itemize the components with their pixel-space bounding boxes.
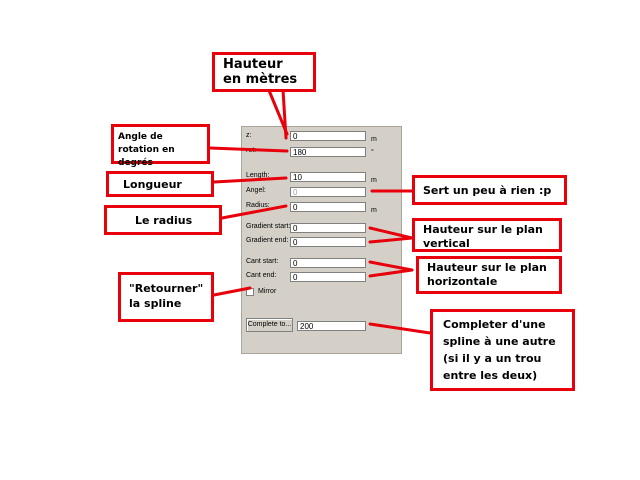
angel-unit: °	[371, 190, 374, 197]
radius-field[interactable]: 0	[290, 202, 366, 212]
radius-label: Radius:	[246, 202, 270, 209]
complete-to-field[interactable]: 200	[297, 321, 366, 331]
callout-longueur: Longueur	[106, 171, 214, 197]
arrow-radius	[220, 204, 288, 220]
gradient-start-field[interactable]: 0	[290, 223, 366, 233]
callout-angle-rotation: Angle de rotation en degrés	[111, 124, 210, 168]
callout-retourner: "Retourner" la spline	[118, 272, 214, 322]
z-label: z:	[246, 132, 252, 139]
arrow-vertical-1	[368, 226, 414, 240]
cant-start-label: Cant start:	[246, 258, 279, 265]
arrow-retourner	[212, 286, 252, 297]
cant-start-field[interactable]: 0	[290, 258, 366, 268]
callout-hauteur-vertical: Hauteur sur le plan vertical	[412, 218, 562, 252]
callout-sert-peu: Sert un peu à rien :p	[412, 175, 567, 205]
radius-unit: m	[371, 207, 377, 214]
length-unit: m	[371, 177, 377, 184]
angel-field[interactable]: 0	[290, 187, 366, 197]
length-label: Length:	[246, 172, 270, 179]
callout-hauteur-metres: Hauteur en mètres	[212, 52, 316, 92]
cant-end-field[interactable]: 0	[290, 272, 366, 282]
callout-hauteur-horizontal: Hauteur sur le plan horizontale	[416, 256, 562, 294]
rot-unit: °	[371, 149, 374, 156]
cant-end-label: Cant end:	[246, 272, 277, 279]
z-unit: m	[371, 136, 377, 143]
spline-properties-panel: z: 0 m rot: 180 ° Length: 10 m Angel: 0 …	[241, 126, 402, 354]
rot-field[interactable]: 180	[290, 147, 366, 157]
arrow-horizontal-2	[368, 268, 414, 278]
callout-completer: Completer d'une spline à une autre (si i…	[430, 309, 575, 391]
z-field[interactable]: 0	[290, 131, 366, 141]
complete-to-button[interactable]: Complete to...	[246, 318, 293, 332]
gradient-end-field[interactable]: 0	[290, 237, 366, 247]
callout-radius: Le radius	[104, 205, 222, 235]
length-field[interactable]: 10	[290, 172, 366, 182]
arrow-completer	[368, 322, 432, 335]
mirror-label: Mirror	[258, 288, 277, 295]
arrow-hauteur-metres-2	[281, 88, 288, 140]
gradient-end-label: Gradient end:	[246, 237, 289, 244]
angel-label: Angel:	[246, 187, 266, 194]
arrow-horizontal-1	[368, 260, 414, 272]
arrow-vertical-2	[368, 236, 414, 244]
arrow-angle-rotation	[208, 146, 289, 153]
arrow-longueur	[212, 176, 288, 184]
gradient-start-label: Gradient start:	[246, 223, 291, 230]
